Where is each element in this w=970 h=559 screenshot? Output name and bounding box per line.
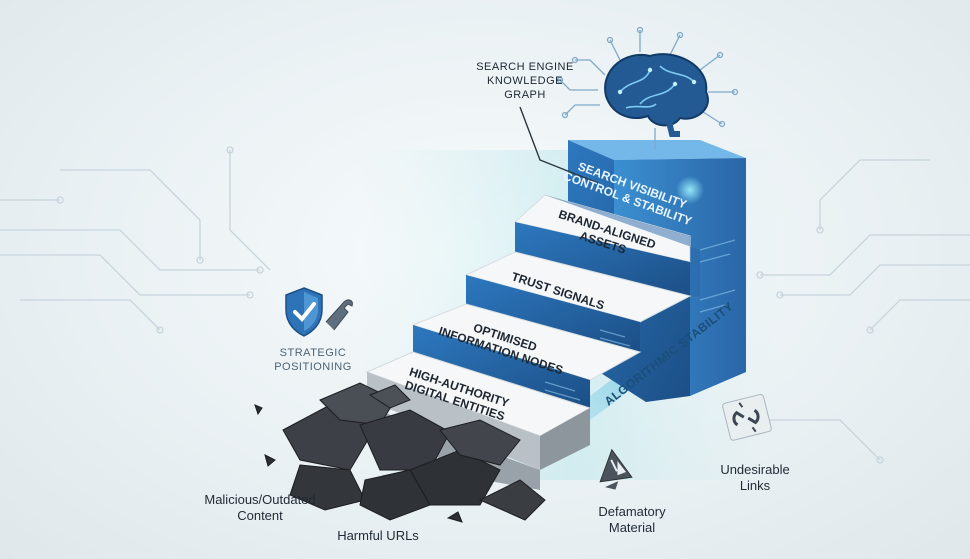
harmful-urls-label: Harmful URLs [328,528,428,544]
undesirable-links-label: Undesirable Links [705,462,805,494]
circuit-lines-left [0,147,270,333]
knowledge-graph-label: SEARCH ENGINE KNOWLEDGE GRAPH [455,60,595,102]
malicious-content-label: Malicious/Outdated Content [200,492,320,524]
shield-check-icon [286,288,352,336]
circuit-lines-right [757,160,970,463]
strategic-positioning-label: STRATEGIC POSITIONING [258,346,368,374]
defamatory-material-label: Defamatory Material [582,504,682,536]
